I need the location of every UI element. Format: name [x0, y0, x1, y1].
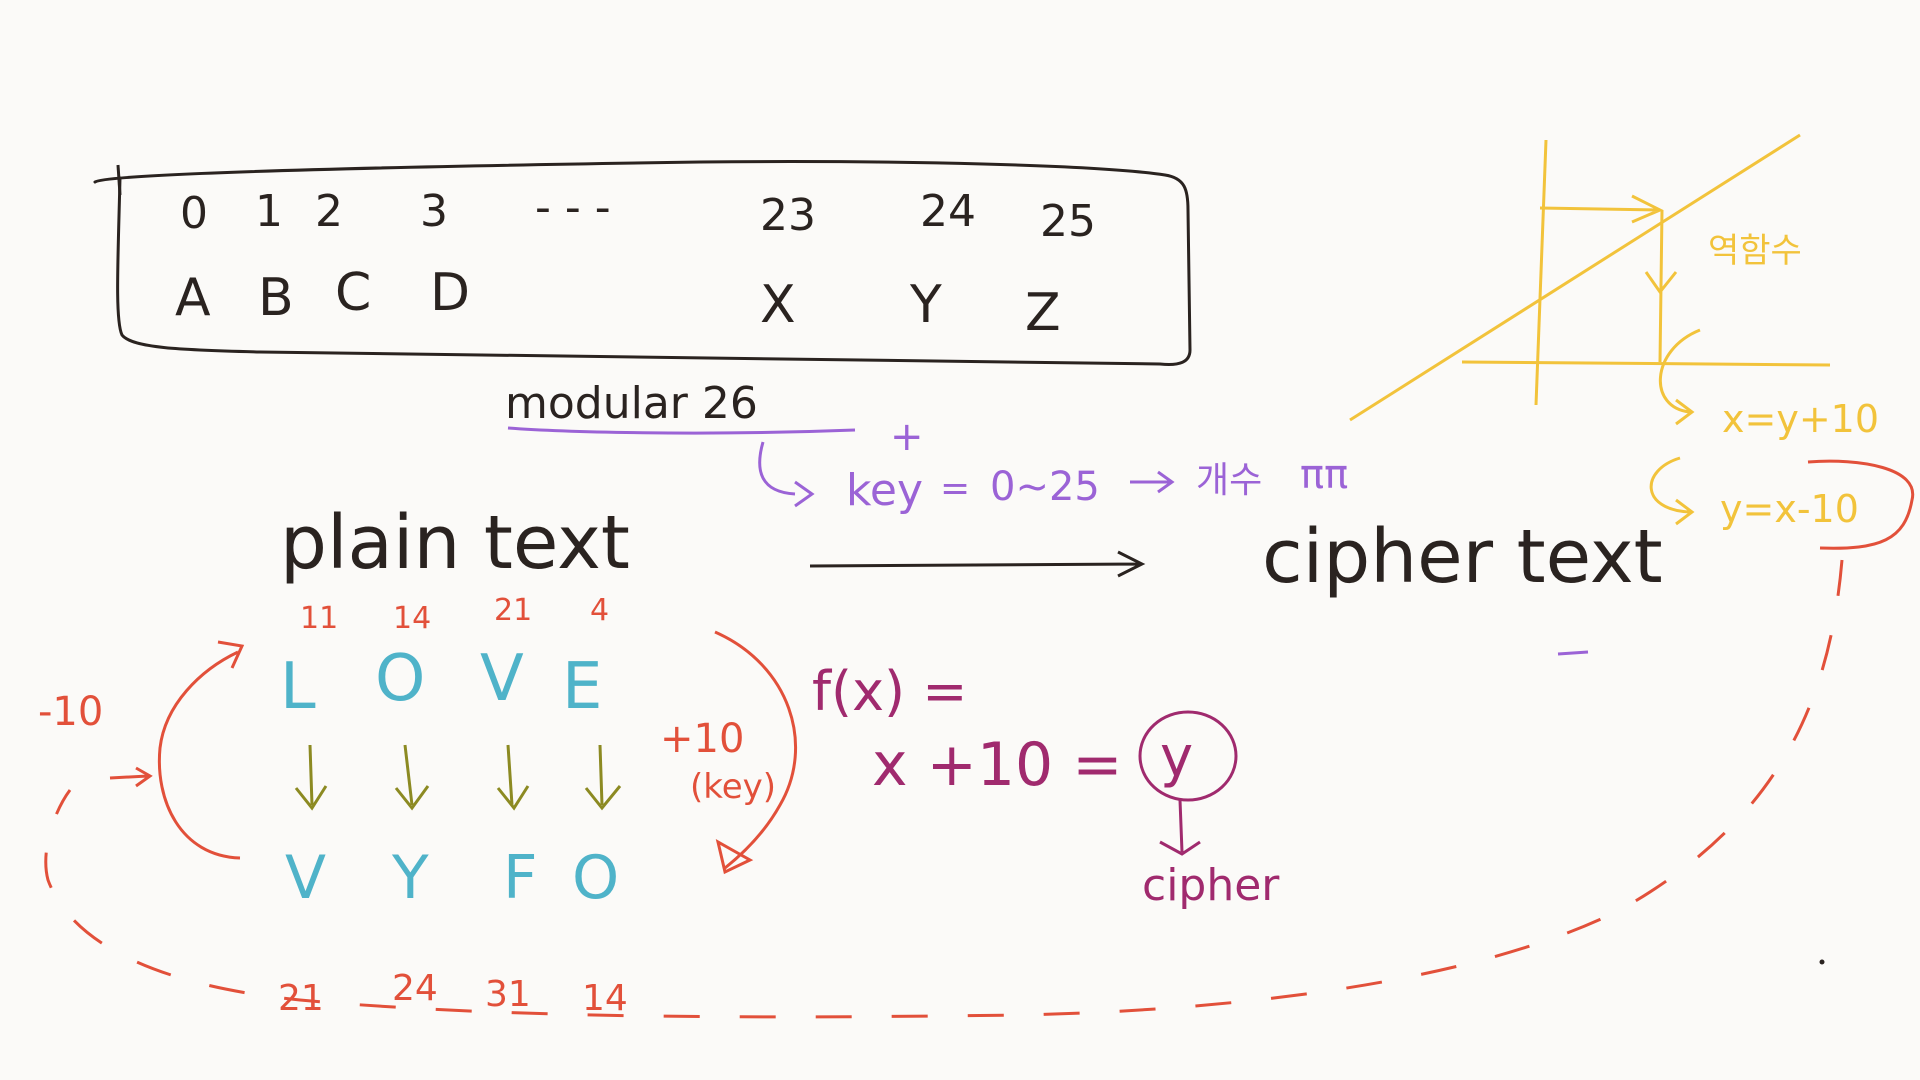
key-range: 0~25 — [990, 464, 1100, 510]
cipher-text-label: cipher text — [1262, 514, 1663, 600]
shift-arrows — [294, 744, 622, 811]
table-letter-Y: Y — [909, 275, 942, 335]
table-tick — [116, 164, 122, 196]
function-lhs: f(x) = — [812, 660, 968, 723]
down-arrow-icon — [294, 744, 328, 811]
dashed-return-curve — [44, 559, 1844, 1019]
key-label: key — [846, 465, 923, 516]
table-number-23: 23 — [760, 190, 816, 241]
table-border — [93, 160, 1192, 366]
cipher-letter: F — [503, 843, 538, 913]
inverse-graph: 역함수 x=y+10 y=x-10 — [1349, 133, 1915, 550]
stray-dot — [1819, 959, 1825, 965]
table-ellipsis: - - - — [535, 182, 611, 233]
table-number-1: 1 — [255, 186, 283, 237]
graph-vertical-axis — [1534, 139, 1548, 406]
table-number-0: 0 — [180, 188, 208, 239]
plain-letter: E — [562, 650, 602, 724]
graph-horizontal-guide — [1539, 194, 1664, 224]
table-letter-C: C — [335, 263, 371, 323]
key-equals: = — [940, 468, 970, 509]
plain-number: 4 — [590, 593, 609, 628]
table-letter-X: X — [760, 275, 796, 335]
modular-underline — [507, 426, 856, 435]
result-arrow — [1159, 799, 1201, 856]
key-hook-arrow — [758, 441, 796, 496]
graph-line — [1349, 133, 1801, 422]
table-number-3: 3 — [420, 186, 448, 237]
eq2-hook — [1649, 456, 1695, 526]
cipher-number: 14 — [582, 978, 628, 1019]
plus-key-label: +10 — [660, 716, 744, 762]
plain-letter: O — [375, 642, 425, 716]
eq1-hook — [1658, 328, 1701, 426]
decrypt-arrow-head — [217, 640, 245, 669]
table-number-2: 2 — [315, 186, 343, 237]
cipher-number: 31 — [485, 974, 531, 1015]
inverse-label: 역함수 — [1708, 231, 1802, 271]
encrypt-arrow-head — [715, 839, 754, 875]
plain-to-cipher-arrow — [809, 550, 1146, 578]
encrypt-curve-arrow — [714, 630, 798, 870]
key-note: key = 0~25 개수 ππ — [758, 441, 1348, 516]
plus-mark: + — [890, 414, 924, 460]
sad-face: ππ — [1300, 452, 1348, 498]
key-arrow — [1130, 470, 1175, 494]
graph-vertical-guide — [1644, 209, 1678, 363]
result-variable: y — [1160, 725, 1193, 790]
minus-key-arrow — [109, 766, 153, 788]
modular-label: modular 26 — [505, 378, 758, 429]
down-arrow-icon — [584, 744, 622, 811]
modular-note: modular 26 + — [505, 378, 924, 460]
decrypt-curve-arrow — [157, 650, 241, 860]
encryption-example: 11 14 21 4 L O V E V Y F O 21 24 31 1 — [38, 593, 798, 1019]
down-arrow-icon — [496, 744, 530, 811]
plain-number: 21 — [494, 593, 532, 628]
key-hook-head — [794, 480, 815, 508]
result-circle — [1138, 710, 1238, 802]
function-note: f(x) = x +10 = y cipher — [812, 660, 1280, 911]
key-paren-label: (key) — [690, 767, 776, 807]
plain-number: 11 — [300, 601, 338, 636]
function-rhs: x +10 = — [872, 730, 1123, 800]
table-letter-Z: Z — [1025, 283, 1061, 343]
plain-text-label: plain text — [280, 500, 630, 586]
alphabet-table: 0 1 2 3 - - - 23 24 25 A B C D X Y Z — [93, 160, 1192, 366]
cipher-letter: O — [572, 843, 619, 913]
cipher-number: 24 — [392, 968, 438, 1009]
plain-letter: L — [280, 650, 316, 724]
table-letter-D: D — [430, 263, 470, 323]
result-label: cipher — [1142, 860, 1280, 911]
dash-mark — [1557, 650, 1589, 656]
table-number-24: 24 — [920, 186, 976, 237]
eq2-label: y=x-10 — [1720, 487, 1859, 531]
eq1-label: x=y+10 — [1722, 397, 1879, 441]
down-arrow-icon — [394, 744, 430, 811]
table-letter-B: B — [258, 268, 294, 328]
minus-key-label: -10 — [38, 689, 103, 735]
table-letter-A: A — [175, 268, 211, 328]
eq2-highlight — [1807, 459, 1915, 550]
count-label: 개수 — [1196, 460, 1262, 501]
plain-letter: V — [480, 642, 524, 716]
table-number-25: 25 — [1040, 196, 1096, 247]
cipher-letter: Y — [391, 843, 429, 913]
graph-horizontal-axis — [1461, 360, 1831, 367]
plain-number: 14 — [393, 601, 431, 636]
cipher-letter: V — [285, 843, 326, 913]
